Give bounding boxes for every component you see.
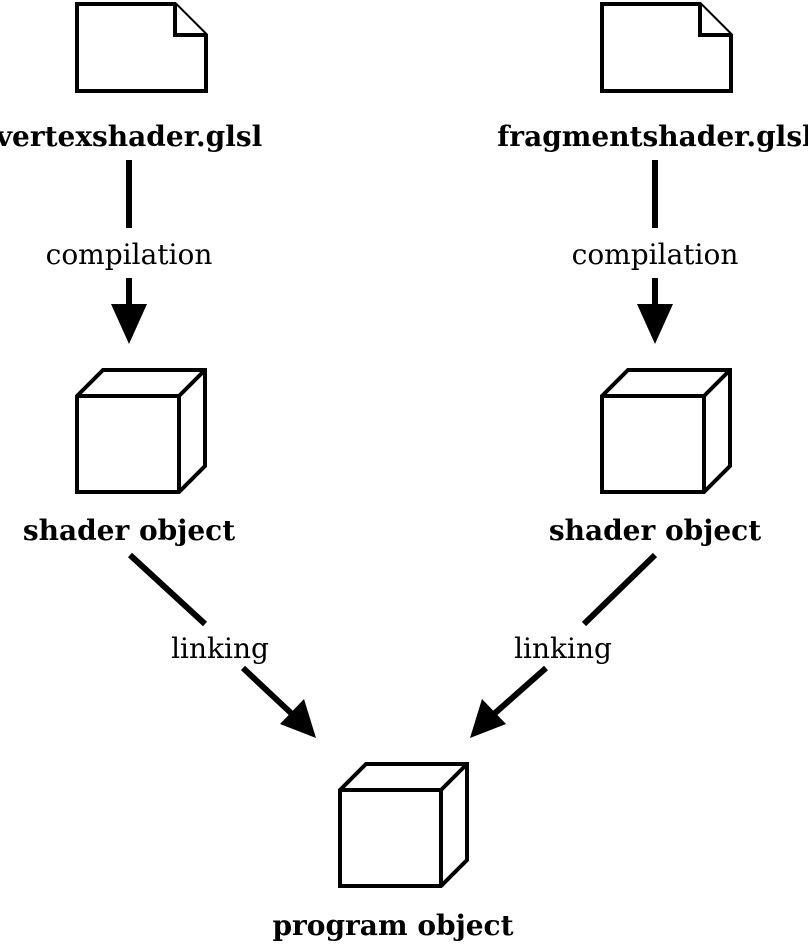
program-object-cube-icon: [338, 762, 469, 888]
fragment-file-document-icon: [600, 2, 733, 93]
left-compilation-arrow: [111, 160, 147, 344]
fragment-shader-object-label: shader object: [549, 514, 761, 547]
left-compilation-label: compilation: [46, 238, 213, 271]
left-linking-arrow: [127, 552, 316, 738]
vertex-shader-object-label: shader object: [23, 514, 235, 547]
vertex-file-document-icon: [75, 2, 208, 93]
left-linking-label: linking: [171, 632, 269, 665]
fragment-file-label: fragmentshader.glsl: [497, 120, 808, 153]
right-linking-label: linking: [514, 632, 612, 665]
vertex-file-label: vertexshader.glsl: [0, 120, 262, 153]
fragment-shader-object-cube-icon: [600, 368, 732, 494]
vertex-shader-object-cube-icon: [75, 368, 207, 494]
right-compilation-arrow: [637, 160, 673, 344]
program-object-label: program object: [272, 909, 513, 942]
right-compilation-label: compilation: [572, 238, 739, 271]
right-linking-arrow: [470, 552, 658, 738]
